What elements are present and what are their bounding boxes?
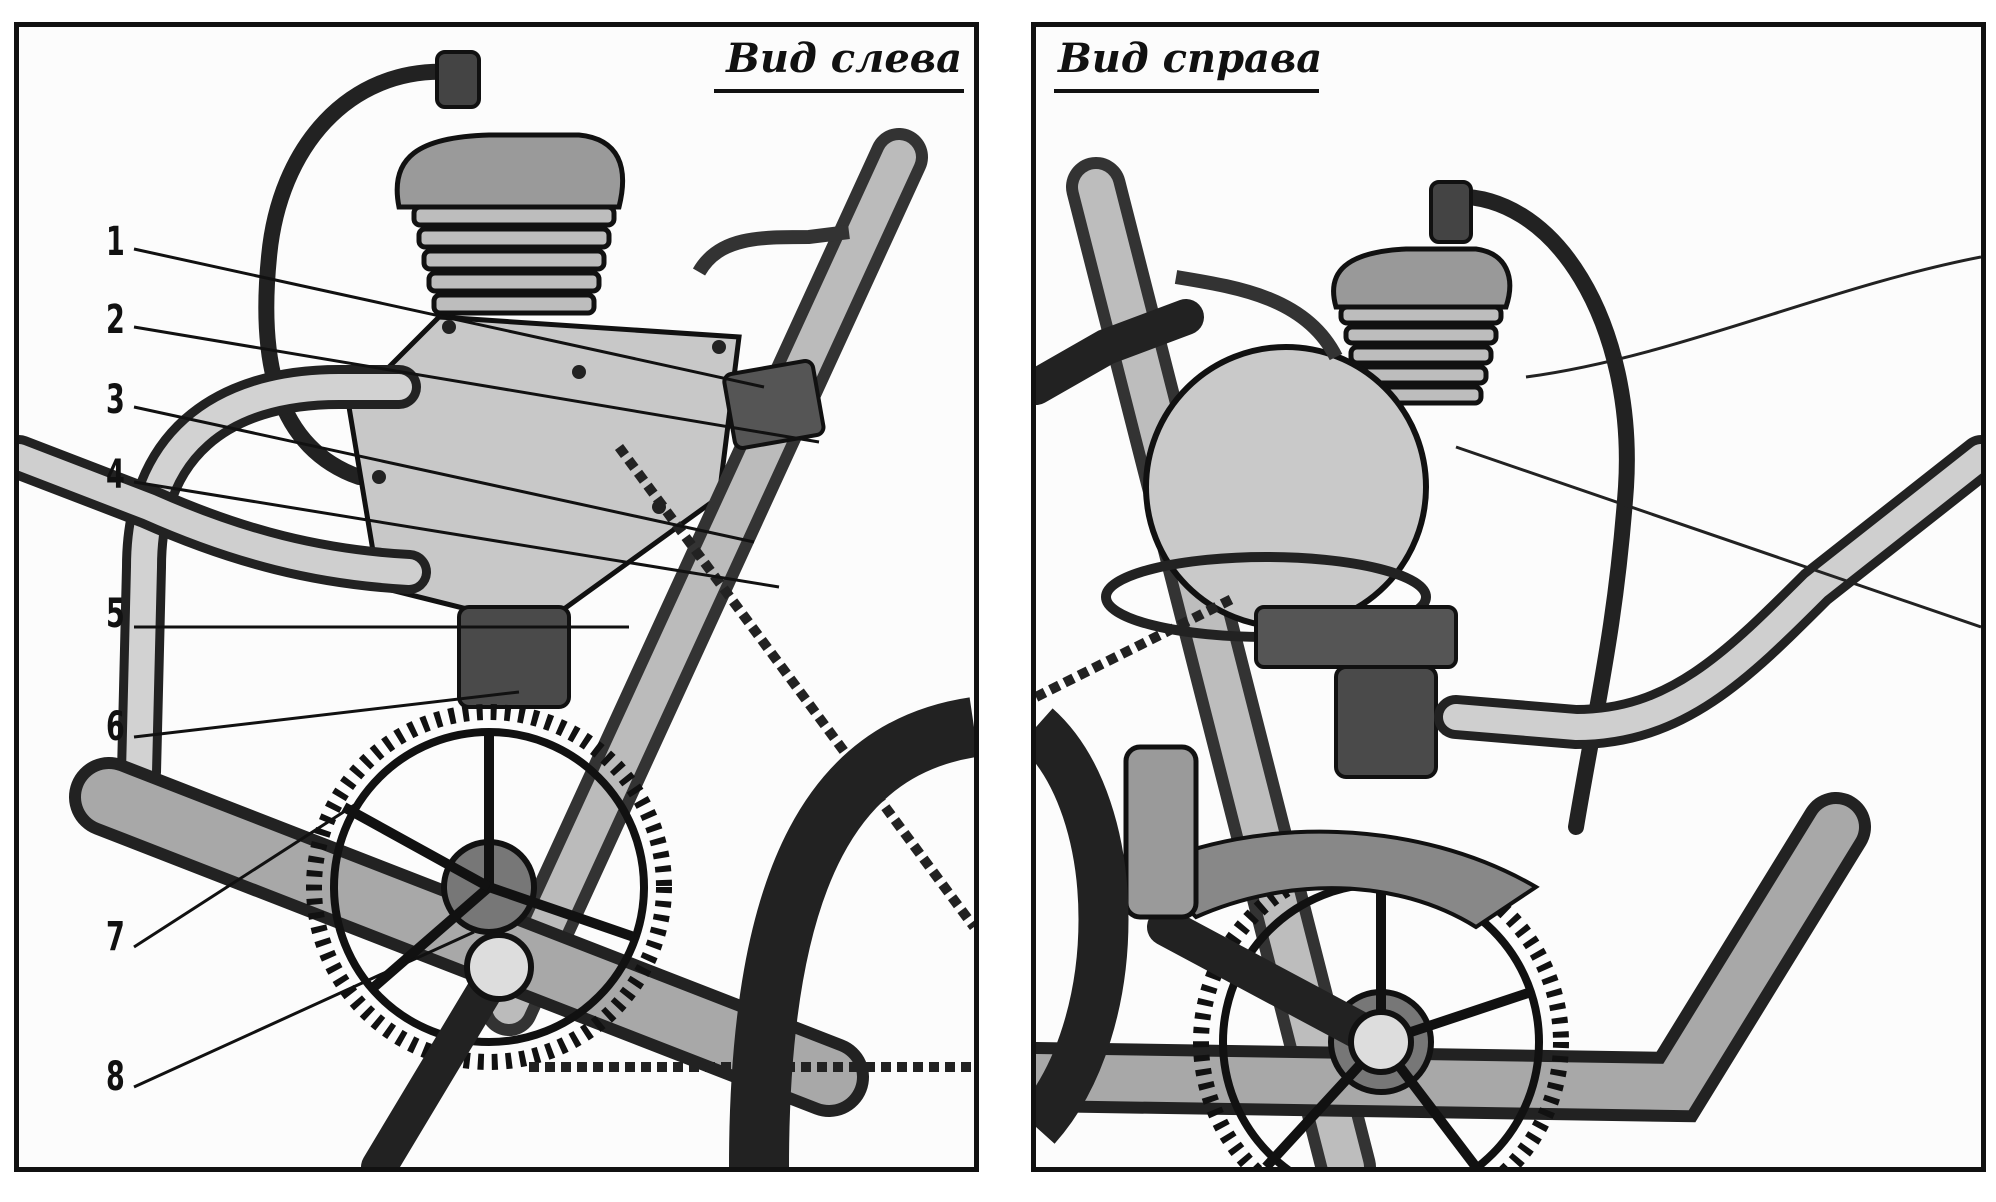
magneto-cover xyxy=(1143,344,1429,630)
throttle-cable xyxy=(1525,255,1981,379)
right-title-underline xyxy=(1054,89,1319,93)
callout-8: 8 xyxy=(106,1054,125,1100)
spark-plug-cable xyxy=(258,63,457,485)
callout-6: 6 xyxy=(106,704,125,750)
right-view-title: Вид справа xyxy=(1058,35,1323,82)
chain-guard xyxy=(1142,829,1540,930)
left-view-panel: Вид слева 1 2 3 4 5 6 7 8 xyxy=(14,22,979,1172)
callout-5: 5 xyxy=(106,591,125,637)
cable-wire xyxy=(1455,445,1981,629)
fuel-line xyxy=(1174,270,1343,361)
cylinder-base-block xyxy=(1254,605,1458,669)
spark-plug-cap xyxy=(1429,180,1473,244)
callout-1: 1 xyxy=(106,219,125,265)
cylinder-head xyxy=(394,132,626,210)
left-title-underline xyxy=(714,89,964,93)
pedal-bracket xyxy=(1123,744,1199,920)
callout-7: 7 xyxy=(106,914,125,960)
engine-mount-clamp xyxy=(1334,665,1438,779)
pedal-crank xyxy=(1147,908,1400,1061)
pedal-crank xyxy=(361,949,517,1167)
callout-leaders xyxy=(133,247,820,1089)
right-view-panel: Вид справа xyxy=(1031,22,1986,1172)
engine-mount-clamp xyxy=(457,605,571,709)
drive-chain xyxy=(1036,592,1239,702)
callout-3: 3 xyxy=(106,377,125,423)
left-view-title: Вид слева xyxy=(726,35,962,82)
cylinder-head xyxy=(1331,246,1513,310)
front-wheel-tire xyxy=(1036,708,1129,1144)
right-view-drawing xyxy=(1036,157,1981,1167)
callout-4: 4 xyxy=(106,452,125,498)
cylinder-fins xyxy=(411,204,617,316)
left-view-drawing xyxy=(19,50,974,1167)
fuel-line xyxy=(692,225,850,276)
spark-plug-cap xyxy=(435,50,481,109)
chainring xyxy=(306,704,672,1070)
rear-wheel-tire xyxy=(729,697,974,1167)
frame-upper-strut xyxy=(1036,299,1204,405)
callout-2: 2 xyxy=(106,297,125,343)
